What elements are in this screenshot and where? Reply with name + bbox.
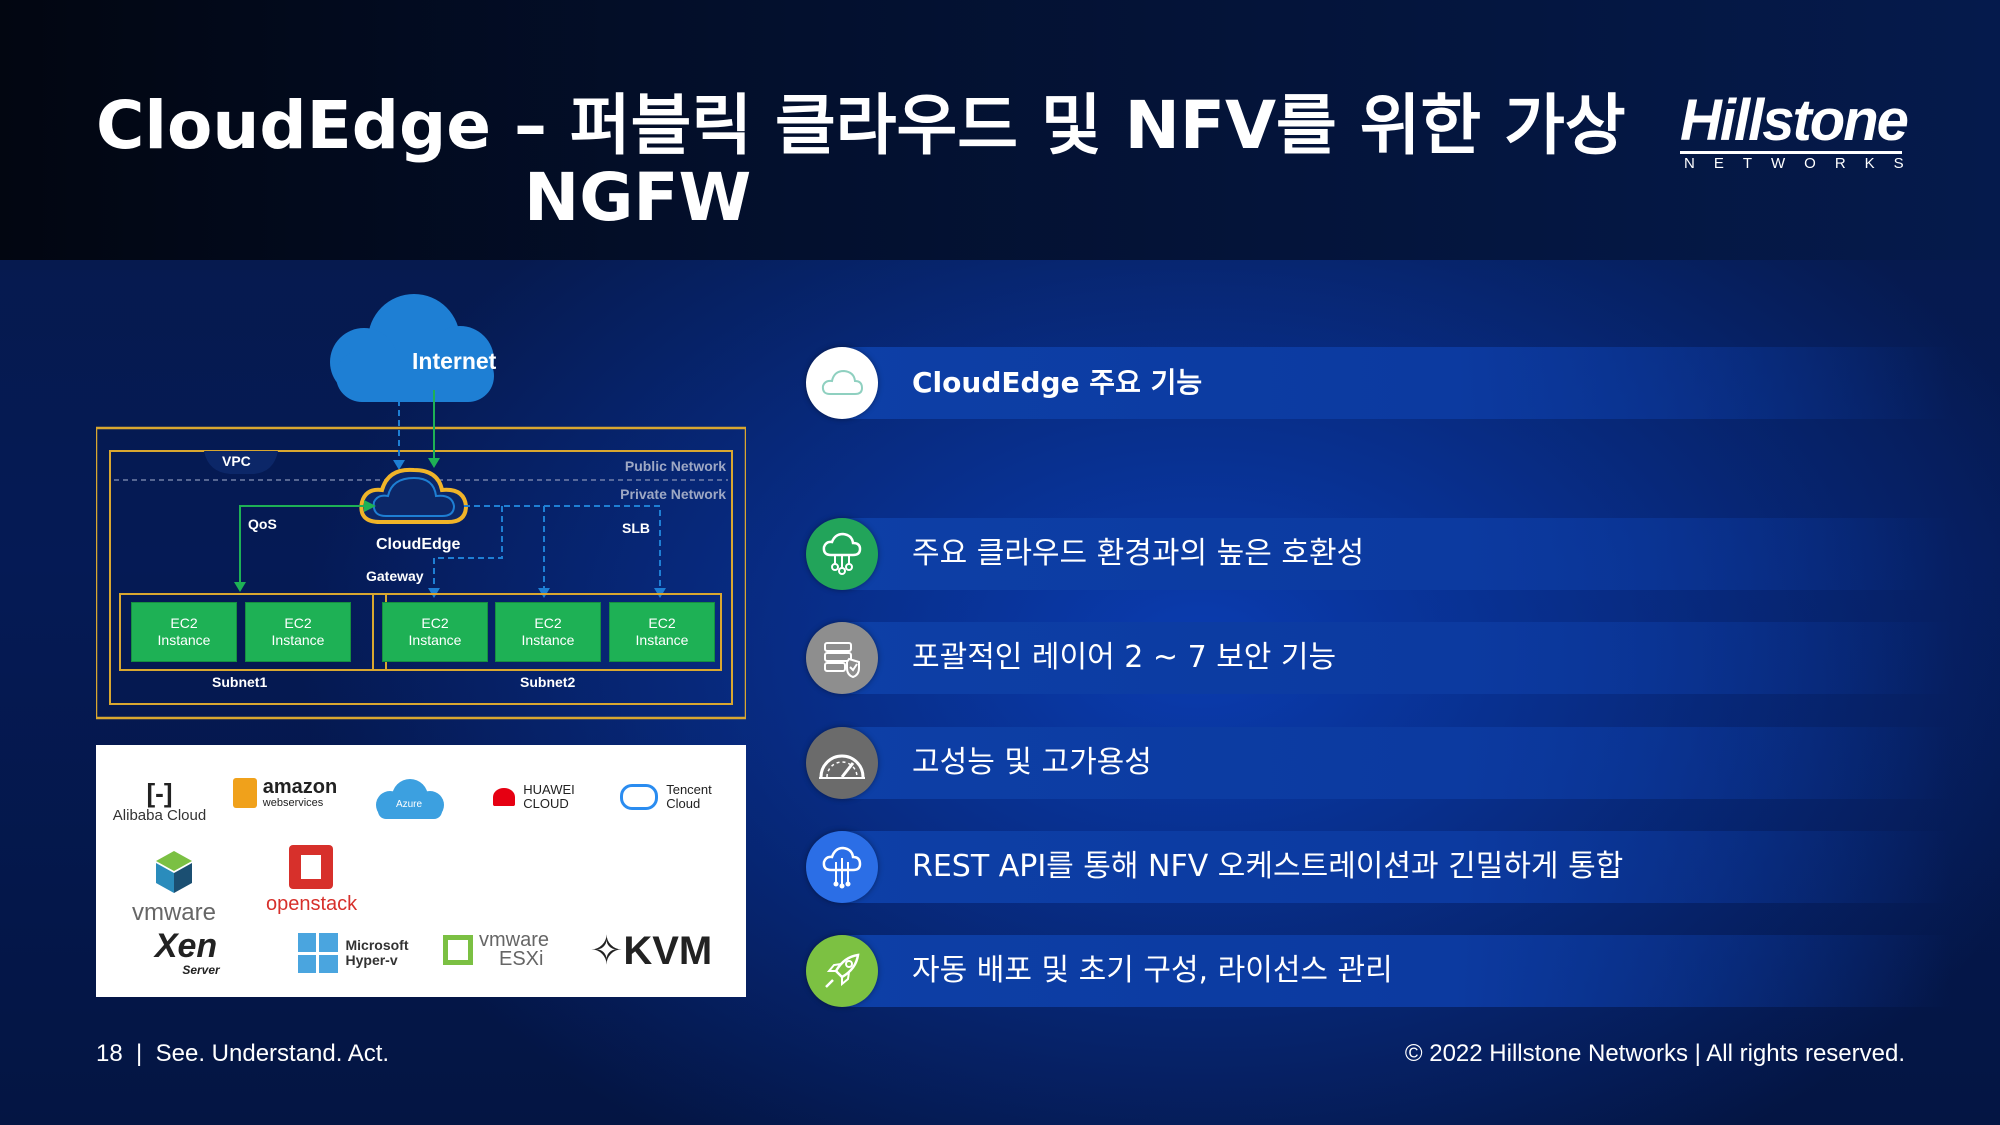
title-line-2: NGFW xyxy=(524,159,752,236)
azure-logo: Azure xyxy=(366,775,452,828)
public-network-label: Public Network xyxy=(624,458,726,474)
logo-wordmark: Hillstone xyxy=(1680,88,1909,153)
gateway-label: Gateway xyxy=(366,568,424,584)
server-shield-icon xyxy=(806,622,878,694)
alibaba-cloud-logo: [-] Alibaba Cloud xyxy=(112,778,207,824)
feature-label: 고성능 및 고가용성 xyxy=(912,745,1152,780)
vmware-logo: vmware xyxy=(124,849,224,925)
features-header-bar xyxy=(842,347,1952,419)
vpc-tab xyxy=(204,451,278,474)
feature-item: 고성능 및 고가용성 xyxy=(806,727,1956,799)
hillstone-logo: Hillstone NETWORKS xyxy=(1680,88,1910,172)
feature-label: REST API를 통해 NFV 오케스트레이션과 긴밀하게 통합 xyxy=(912,849,1624,884)
kvm-logo: ✧KVM xyxy=(589,929,713,973)
vendor-logos-panel: [-] Alibaba Cloud amazon webservices Azu… xyxy=(96,745,746,997)
feature-item: 포괄적인 레이어 2 ~ 7 보안 기능 xyxy=(806,622,1956,694)
openstack-logo: openstack xyxy=(266,845,357,916)
feature-item: 주요 클라우드 환경과의 높은 호환성 xyxy=(806,518,1956,590)
logo-subtitle: NETWORKS xyxy=(1684,155,1923,172)
vmware-esxi-logo: vmware ESXi xyxy=(436,930,556,969)
cloudedge-label: CloudEdge xyxy=(376,536,461,553)
logo-underline xyxy=(1680,151,1902,154)
slb-label: SLB xyxy=(622,520,650,536)
feature-label: 주요 클라우드 환경과의 높은 호환성 xyxy=(912,536,1365,571)
internet-label: Internet xyxy=(412,348,497,374)
xen-server-logo: Xen Server xyxy=(154,927,220,977)
vpc-label: VPC xyxy=(222,453,251,469)
page-title: CloudEdge – 퍼블릭 클라우드 및 NFV를 위한 가상 NGFW xyxy=(96,90,1656,234)
azure-cloud-icon xyxy=(376,779,444,819)
footer-separator: | xyxy=(136,1040,143,1067)
title-line-1: CloudEdge – 퍼블릭 클라우드 및 NFV를 위한 가상 xyxy=(96,87,1626,164)
features-header-label: CloudEdge 주요 기능 xyxy=(912,366,1203,399)
vpc-outer-border xyxy=(96,426,746,720)
tagline: See. Understand. Act. xyxy=(155,1040,390,1067)
cloudedge-cloud-icon xyxy=(359,467,469,524)
feature-label: 포괄적인 레이어 2 ~ 7 보안 기능 xyxy=(912,640,1337,675)
title-band xyxy=(0,0,2000,260)
qos-label: QoS xyxy=(248,516,277,532)
amazon-web-services-logo: amazon webservices xyxy=(230,777,340,809)
feature-item: REST API를 통해 NFV 오케스트레이션과 긴밀하게 통합 xyxy=(806,831,1956,903)
private-network-label: Private Network xyxy=(620,486,726,502)
features-header: CloudEdge 주요 기능 xyxy=(806,347,1956,419)
subnet2-border xyxy=(372,593,722,671)
footer-left: 18 | See. Understand. Act. xyxy=(96,1040,389,1068)
feature-item: 자동 배포 및 초기 구성, 라이선스 관리 xyxy=(806,935,1956,1007)
speedometer-icon xyxy=(806,727,878,799)
cloud-icon xyxy=(806,347,878,419)
vpc-inner-border xyxy=(109,450,733,705)
subnet1-label: Subnet1 xyxy=(212,674,268,690)
feature-label: 자동 배포 및 초기 구성, 라이선스 관리 xyxy=(912,953,1393,988)
copyright: © 2022 Hillstone Networks | All rights r… xyxy=(1404,1040,1905,1067)
rocket-icon xyxy=(806,935,878,1007)
internet-cloud-icon xyxy=(330,294,494,402)
windows-icon xyxy=(297,933,338,973)
cloud-network-icon xyxy=(806,518,878,590)
subnet2-label: Subnet2 xyxy=(520,674,576,690)
cloud-circuit-icon xyxy=(806,831,878,903)
network-diagram: Internet VPC Public Network Private Netw… xyxy=(96,290,746,720)
diagram-graphics xyxy=(96,294,746,720)
vmware-cubes-icon xyxy=(156,851,192,893)
page-number: 18 xyxy=(96,1040,123,1067)
